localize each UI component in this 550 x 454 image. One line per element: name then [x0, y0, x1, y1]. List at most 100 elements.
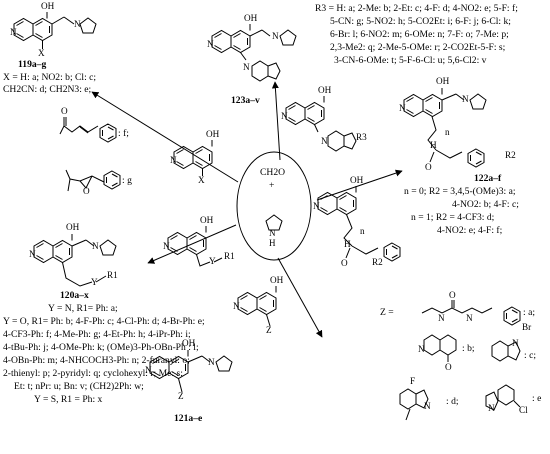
text-120-line-5: 4-OBn-Ph: m; 4-NHCOCH3-Ph: n; 2-furanyl:…	[3, 355, 190, 366]
oh-reagent-x: OH	[206, 129, 220, 139]
label-119g: : g	[122, 175, 132, 186]
label-121c: : c;	[524, 350, 536, 361]
oh-reagent-amide: OH	[350, 175, 364, 185]
n-122-quinoline: N	[399, 103, 406, 113]
label-121a: : a;	[523, 307, 535, 318]
n-120-pyrrolidine: N	[92, 241, 99, 251]
label-123: 123a–v	[231, 95, 260, 106]
y-reagent: Y	[209, 256, 216, 266]
n-122-pyrrolidine: N	[462, 94, 469, 104]
n-123-pyrrolidine: N	[272, 31, 279, 41]
n-reagent-x: N	[170, 155, 177, 165]
reagent-hq-amide	[317, 186, 401, 262]
oh-reagent-y: OH	[200, 215, 214, 225]
n-119-pyrrolidine: N	[74, 19, 81, 29]
oh-reagent-indole: OH	[318, 85, 332, 95]
label-119: 119a–g	[18, 59, 47, 70]
nh-122: H	[430, 140, 437, 150]
reagent-hq-y	[167, 226, 223, 267]
text-119-line-1: X = H: a; NO2: b; Cl: c;	[3, 72, 97, 83]
n-121d: N	[424, 401, 431, 411]
text-122-line-2: 4-NO2: b; 4-F: c;	[452, 199, 519, 210]
o-121a: O	[449, 290, 456, 300]
n-121a-2: N	[466, 313, 473, 323]
text-123-line-4: 2,3-Me2: q; 2-Me-5-OMe: r; 2-CO2Et-5-F: …	[330, 42, 506, 53]
oh-123: OH	[244, 13, 258, 23]
o-119g: O	[83, 186, 90, 196]
structure-119	[13, 12, 97, 49]
z-substituent-c	[491, 340, 521, 362]
br-121a: Br	[522, 322, 532, 332]
z-substituent-b	[423, 334, 457, 362]
structure-123	[211, 24, 297, 82]
text-120-line-8: Y = S, R1 = Ph: x	[34, 394, 103, 405]
oh-119: OH	[41, 1, 55, 11]
text-120-line-3: 4-CF3-Ph: f; 4-Me-Ph: g; 4-Et-Ph: h; 4-i…	[3, 329, 191, 340]
arrow-to-121	[277, 257, 323, 338]
o-121b: O	[445, 362, 452, 372]
r3-reagent: R3	[356, 132, 367, 142]
n-120-quinoline: N	[29, 249, 36, 259]
reagent-amine-h: H	[269, 238, 276, 248]
reagent-hq-z	[237, 286, 277, 327]
y-120: Y	[91, 277, 98, 287]
r2-122: R2	[505, 150, 516, 160]
text-120-line-4: 4-tBu-Ph: j; 4-OMe-Ph: k; (OMe)3-Ph-OBn-…	[3, 342, 199, 353]
z-121: Z	[178, 391, 184, 401]
z-reagent: Z	[266, 325, 272, 335]
n-reagent-y: N	[163, 241, 170, 251]
text-120-line-7: Et: t; nPr: u; Bn: v; (CH2)2Ph: w;	[14, 381, 144, 392]
n-reagent-amide: N	[313, 201, 320, 211]
structure-119g	[65, 169, 121, 192]
reagent-formaldehyde: CH2O	[260, 167, 286, 178]
n-sub-reagent: n	[360, 226, 365, 236]
center-reagent-ellipse	[236, 151, 312, 261]
n-121b: N	[418, 344, 425, 354]
text-119-line-2: CH2CN: d; CH2N3: e;	[3, 84, 92, 95]
nh-reagent: H	[344, 239, 351, 249]
n-sub-122: n	[445, 127, 450, 137]
arrow-to-120	[147, 224, 237, 264]
r1-120: R1	[107, 270, 118, 280]
reagent-hq-x	[173, 140, 213, 176]
oh-120: OH	[66, 222, 80, 232]
label-121e: : e	[532, 393, 542, 404]
n-121-pyrrolidine: N	[208, 357, 215, 367]
structure-122	[403, 88, 487, 168]
x-reagent: X	[198, 175, 205, 185]
reagent-hq-indole	[285, 96, 357, 152]
o-119f: O	[61, 106, 68, 116]
arrow-to-119	[91, 91, 239, 183]
n-121e: N	[488, 403, 495, 413]
x-119: X	[38, 48, 45, 58]
label-119f: : f;	[118, 128, 129, 139]
text-120-line-1: Y = N, R1= Ph: a;	[48, 303, 118, 314]
text-123-line-5: 3-CN-6-OMe: t; 5-F-6-Cl: u; 5,6-Cl2: v	[334, 55, 487, 66]
n-reagent-z: N	[233, 301, 240, 311]
text-123-line-1: R3 = H: a; 2-Me: b; 2-Et: c; 4-F: d; 4-N…	[315, 3, 518, 14]
z-substituent-d	[399, 388, 429, 421]
oh-122: OH	[436, 76, 450, 86]
n-123-indole: N	[243, 62, 250, 72]
o-122: O	[425, 162, 432, 172]
o-reagent-amide: O	[341, 258, 348, 268]
text-123-line-2: 5-CN: g; 5-NO2: h; 5-CO2Et: i; 6-F: j; 6…	[330, 16, 511, 27]
n-121c: N	[512, 338, 519, 348]
r1-reagent: R1	[224, 251, 235, 261]
f-121d: F	[410, 376, 416, 386]
z-substituent-a	[421, 300, 521, 326]
text-122-line-3: n = 1; R2 = 4-CF3: d;	[411, 212, 495, 223]
n-121-quinoline: N	[145, 365, 152, 375]
structure-121	[149, 350, 233, 393]
reagent-plus: +	[269, 180, 275, 191]
text-120-line-6: 2-thienyl: p; 2-pyridyl: q; cyclohexyl: …	[3, 368, 183, 379]
oh-121: OH	[182, 338, 196, 348]
text-122-line-4: 4-NO2: e; 4-F: f;	[437, 225, 503, 236]
label-121d: : d;	[446, 396, 459, 407]
arrow-to-123	[271, 81, 281, 161]
z-substituent-e	[485, 384, 521, 411]
n-119-quinoline: N	[10, 27, 17, 37]
text-123-line-3: 6-Br: l; 6-NO2: m; 6-OMe: n; 7-F: o; 7-M…	[330, 29, 509, 40]
n-reagent-indole-quinoline: N	[281, 111, 288, 121]
